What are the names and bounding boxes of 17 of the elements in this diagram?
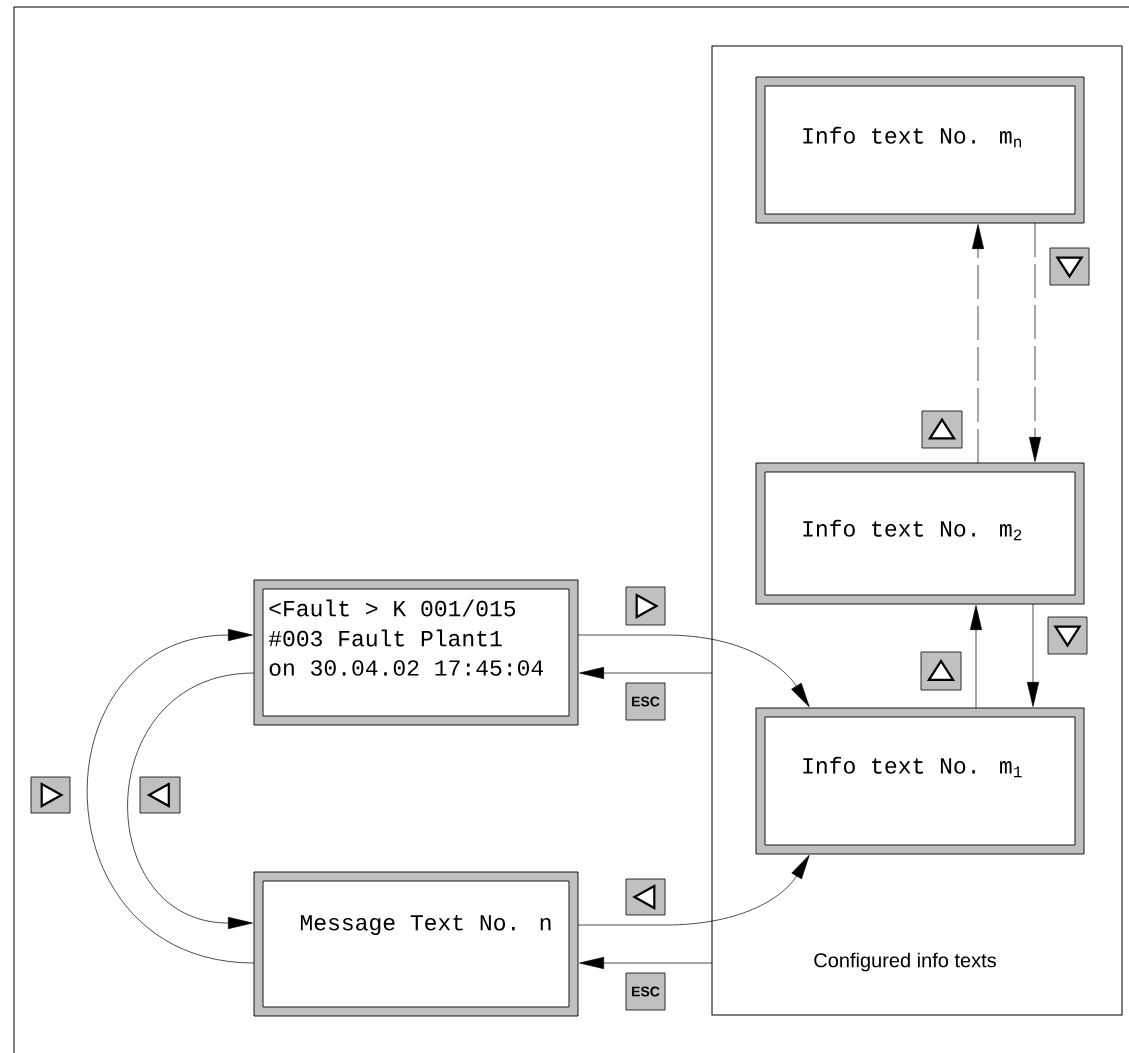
display-box: Message Text No. n bbox=[253, 871, 579, 1017]
arrow bbox=[972, 224, 984, 464]
display-box: <Fault > K 001/015 #003 Fault Plant1 on 30.04.02 17:45:04 bbox=[253, 579, 579, 726]
display-box: Info text No. m$_{1}$ bbox=[755, 707, 1085, 855]
arrow bbox=[577, 634, 810, 708]
arrow bbox=[1027, 603, 1039, 707]
display-box: Info text No. m$_{2}$ bbox=[755, 462, 1085, 605]
arrow bbox=[1029, 222, 1041, 462]
arrow bbox=[970, 605, 982, 709]
esc-key: ESC bbox=[625, 682, 666, 721]
arrow bbox=[127, 672, 255, 929]
display-box: Info text No. m$_{n}$ bbox=[755, 76, 1085, 224]
arrow bbox=[579, 667, 713, 679]
arrow bbox=[577, 855, 810, 926]
arrow bbox=[86, 629, 255, 964]
arrow bbox=[579, 957, 713, 969]
esc-key: ESC bbox=[625, 972, 666, 1011]
